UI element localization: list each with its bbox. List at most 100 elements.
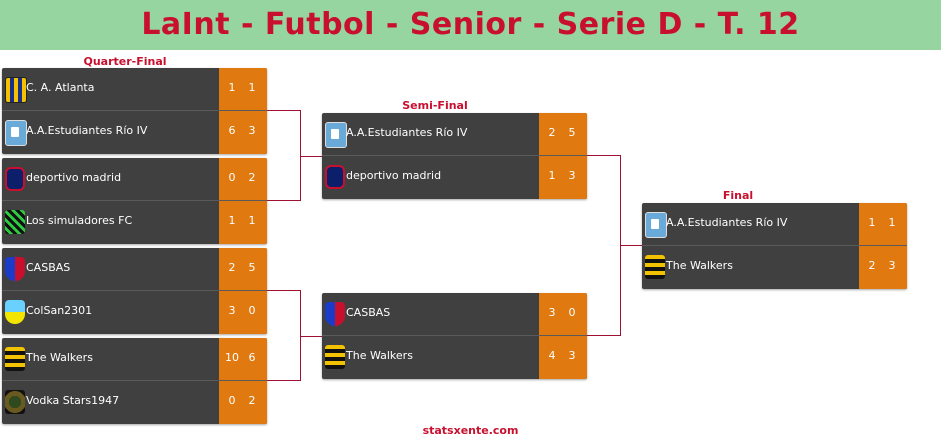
score-leg2: 5 [248,261,256,274]
team-name: CASBAS [26,261,71,274]
bracket-connector [587,335,621,336]
score-leg2: 3 [248,124,256,137]
shield-walkers-icon [325,345,345,369]
match-card-qf1[interactable]: C. A. Atlanta 1 1 A.A.Estudiantes Río IV… [2,68,267,154]
divider [2,110,267,111]
score-leg1: 2 [868,259,876,272]
shield-simuladores-icon [5,210,25,234]
score-leg2: 2 [248,394,256,407]
bracket-connector [300,290,301,381]
divider [2,200,267,201]
shield-deportivo-icon [325,165,345,189]
score-leg1: 1 [548,169,556,182]
match-card-qf4[interactable]: The Walkers 10 6 Vodka Stars1947 0 2 [2,338,267,424]
bracket-connector [300,156,322,157]
score-leg2: 1 [888,216,896,229]
shield-atlanta-icon [5,77,27,103]
team-row-away[interactable]: deportivo madrid 1 3 [322,156,587,198]
bracket-connector [587,155,621,156]
shield-walkers-icon [5,347,25,371]
score-leg1: 6 [228,124,236,137]
team-row-home[interactable]: CASBAS 3 0 [322,293,587,335]
score-leg1: 2 [228,261,236,274]
team-row-away[interactable]: Vodka Stars1947 0 2 [2,381,267,423]
team-row-away[interactable]: The Walkers 4 3 [322,336,587,378]
scores-panel [219,158,267,244]
divider [322,335,587,336]
bracket-connector [267,380,301,381]
score-leg1: 0 [228,171,236,184]
score-leg2: 3 [888,259,896,272]
scores-panel [539,293,587,379]
score-leg2: 0 [568,306,576,319]
footer-credit: statsxente.com [422,424,519,437]
shield-walkers-icon [645,255,665,279]
shield-estudiantes-icon [5,120,27,146]
team-row-away[interactable]: ColSan2301 3 0 [2,291,267,333]
team-row-home[interactable]: C. A. Atlanta 1 1 [2,68,267,110]
score-leg2: 2 [248,171,256,184]
score-leg1: 3 [228,304,236,317]
bracket-connector [620,245,642,246]
team-row-home[interactable]: deportivo madrid 0 2 [2,158,267,200]
team-row-away[interactable]: Los simuladores FC 1 1 [2,201,267,243]
score-leg2: 1 [248,81,256,94]
team-name: ColSan2301 [26,304,93,317]
bracket-connector [300,336,322,337]
score-leg2: 5 [568,126,576,139]
match-card-qf3[interactable]: CASBAS 2 5 ColSan2301 3 0 [2,248,267,334]
shield-colsan-icon [5,300,25,324]
score-leg2: 0 [248,304,256,317]
team-name: A.A.Estudiantes Río IV [346,126,468,139]
match-card-final[interactable]: A.A.Estudiantes Río IV 1 1 The Walkers 2… [642,203,907,289]
divider [322,155,587,156]
scores-panel [219,248,267,334]
team-name: A.A.Estudiantes Río IV [666,216,788,229]
score-leg2: 3 [568,349,576,362]
team-name: Los simuladores FC [26,214,133,227]
team-row-home[interactable]: The Walkers 10 6 [2,338,267,380]
score-leg1: 10 [225,351,239,364]
match-card-qf2[interactable]: deportivo madrid 0 2 Los simuladores FC … [2,158,267,244]
shield-deportivo-icon [5,167,25,191]
score-leg1: 1 [228,81,236,94]
bracket-connector [267,200,301,201]
team-row-home[interactable]: CASBAS 2 5 [2,248,267,290]
score-leg1: 2 [548,126,556,139]
divider [642,245,907,246]
team-name: The Walkers [346,349,413,362]
scores-panel [859,203,907,289]
score-leg1: 1 [868,216,876,229]
bracket-connector [300,110,301,201]
team-row-home[interactable]: A.A.Estudiantes Río IV 2 5 [322,113,587,155]
score-leg2: 3 [568,169,576,182]
divider [2,290,267,291]
score-leg1: 4 [548,349,556,362]
team-row-home[interactable]: A.A.Estudiantes Río IV 1 1 [642,203,907,245]
round-label-final: Final [722,189,754,202]
bracket-connector [267,290,301,291]
team-name: deportivo madrid [26,171,122,184]
match-card-sf2[interactable]: CASBAS 3 0 The Walkers 4 3 [322,293,587,379]
team-row-away[interactable]: The Walkers 2 3 [642,246,907,288]
shield-casbas-icon [5,257,25,281]
scores-panel [219,68,267,154]
team-name: The Walkers [26,351,93,364]
divider [2,380,267,381]
team-name: A.A.Estudiantes Río IV [26,124,148,137]
team-name: Vodka Stars1947 [26,394,120,407]
scores-panel [539,113,587,199]
score-leg1: 0 [228,394,236,407]
round-label-semi: Semi-Final [402,99,468,112]
score-leg2: 6 [248,351,256,364]
score-leg2: 1 [248,214,256,227]
team-name: The Walkers [666,259,733,272]
shield-casbas-icon [325,302,345,326]
team-row-away[interactable]: A.A.Estudiantes Río IV 6 3 [2,111,267,153]
round-label-quarter: Quarter-Final [83,55,167,68]
shield-vodka-icon [5,390,25,414]
page-title: LaInt - Futbol - Senior - Serie D - T. 1… [141,7,800,42]
match-card-sf1[interactable]: A.A.Estudiantes Río IV 2 5 deportivo mad… [322,113,587,199]
score-leg1: 3 [548,306,556,319]
team-name: C. A. Atlanta [26,81,95,94]
